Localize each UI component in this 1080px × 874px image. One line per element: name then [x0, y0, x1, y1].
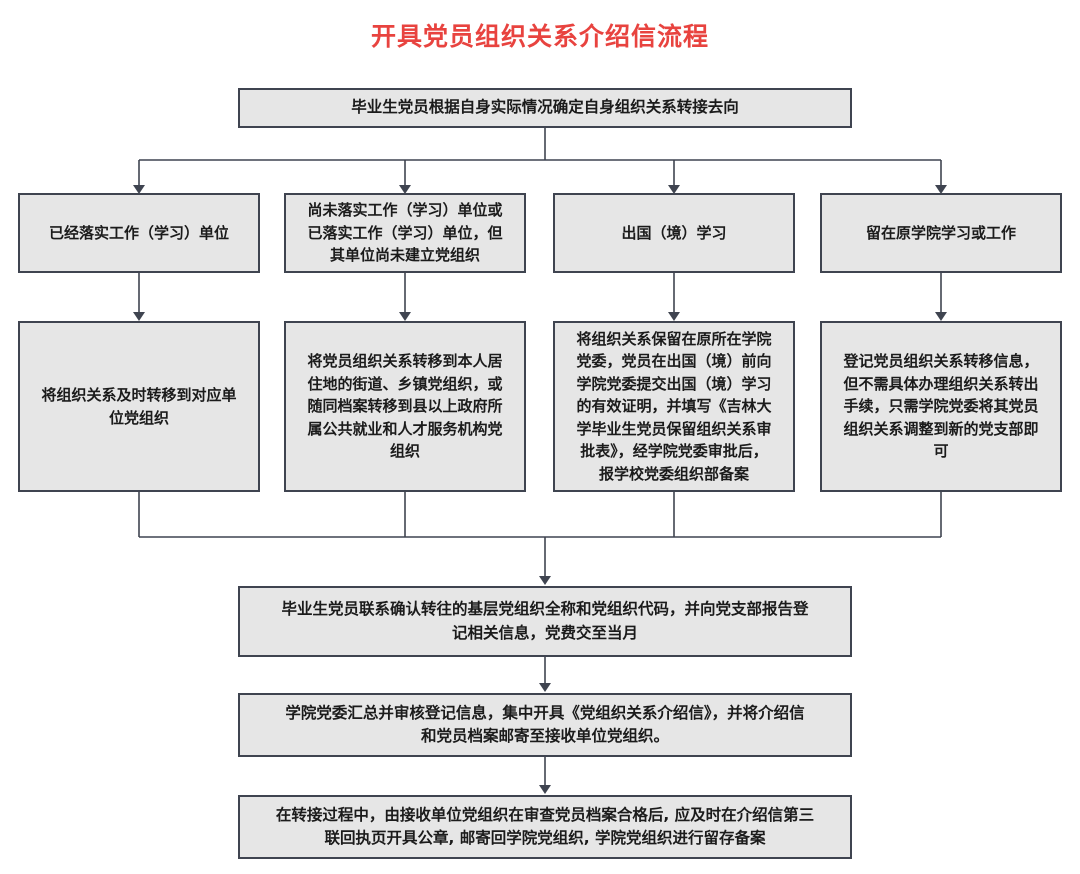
node-branch-4-condition-label: 留在原学院学习或工作 [865, 223, 1016, 242]
arrowhead-act2 [399, 312, 411, 321]
node-branch-2-action-label: 将党员组织关系转移到本人居 住地的街道、乡镇党组织，或 随同档案转移到县以上政府… [307, 352, 503, 461]
node-merge-step-1-label: 毕业生党员联系确认转往的基层党组织全称和党组织代码，并向党支部报告登 记相关信息… [281, 600, 809, 642]
node-branch-4-action[interactable]: 登记党员组织关系转移信息， 但不需具体办理组织关系转出 手续，只需学院党委将其党… [820, 321, 1062, 492]
arrowhead-act4 [935, 312, 947, 321]
node-branch-3-condition[interactable]: 出国（境）学习 [553, 193, 795, 273]
arrowhead-step1 [539, 576, 551, 585]
node-merge-step-3-label: 在转接过程中，由接收单位党组织在审查党员档案合格后, 应及时在介绍信第三 联回执… [275, 805, 815, 847]
node-branch-1-condition-label: 已经落实工作（学习）单位 [48, 223, 229, 242]
node-start[interactable]: 毕业生党员根据自身实际情况确定自身组织关系转接去向 [238, 88, 852, 128]
node-branch-2-condition-label: 尚未落实工作（学习）单位或 已落实工作（学习）单位，但 其单位尚未建立党组织 [307, 201, 503, 265]
node-branch-4-action-label: 登记党员组织关系转移信息， 但不需具体办理组织关系转出 手续，只需学院党委将其党… [843, 352, 1039, 461]
node-branch-2-condition[interactable]: 尚未落实工作（学习）单位或 已落实工作（学习）单位，但 其单位尚未建立党组织 [284, 193, 526, 273]
arrowhead-step3 [539, 785, 551, 794]
page-title: 开具党员组织关系介绍信流程 [370, 22, 709, 51]
node-branch-1-condition[interactable]: 已经落实工作（学习）单位 [18, 193, 260, 273]
node-branch-3-action-label: 将组织关系保留在原所在学院 党委，党员在出国（境）前向 学院党委提交出国（境）学… [576, 329, 772, 483]
node-branch-1-action[interactable]: 将组织关系及时转移到对应单 位党组织 [18, 321, 260, 492]
node-branch-2-action[interactable]: 将党员组织关系转移到本人居 住地的街道、乡镇党组织，或 随同档案转移到县以上政府… [284, 321, 526, 492]
node-branch-1-action-label: 将组织关系及时转移到对应单 位党组织 [41, 386, 237, 427]
node-start-label: 毕业生党员根据自身实际情况确定自身组织关系转接去向 [351, 98, 739, 117]
node-merge-step-2[interactable]: 学院党委汇总并审核登记信息，集中开具《党组织关系介绍信》，并将介绍信 和党员档案… [238, 693, 852, 757]
node-merge-step-1[interactable]: 毕业生党员联系确认转往的基层党组织全称和党组织代码，并向党支部报告登 记相关信息… [238, 586, 852, 657]
node-merge-step-3[interactable]: 在转接过程中，由接收单位党组织在审查党员档案合格后, 应及时在介绍信第三 联回执… [238, 795, 852, 859]
node-branch-3-action[interactable]: 将组织关系保留在原所在学院 党委，党员在出国（境）前向 学院党委提交出国（境）学… [553, 321, 795, 492]
arrowhead-act3 [668, 312, 680, 321]
arrowhead-act1 [133, 312, 145, 321]
node-merge-step-2-label: 学院党委汇总并审核登记信息，集中开具《党组织关系介绍信》，并将介绍信 和党员档案… [285, 703, 805, 745]
node-branch-3-condition-label: 出国（境）学习 [621, 223, 727, 242]
arrowhead-step2 [539, 683, 551, 692]
node-branch-4-condition[interactable]: 留在原学院学习或工作 [820, 193, 1062, 273]
